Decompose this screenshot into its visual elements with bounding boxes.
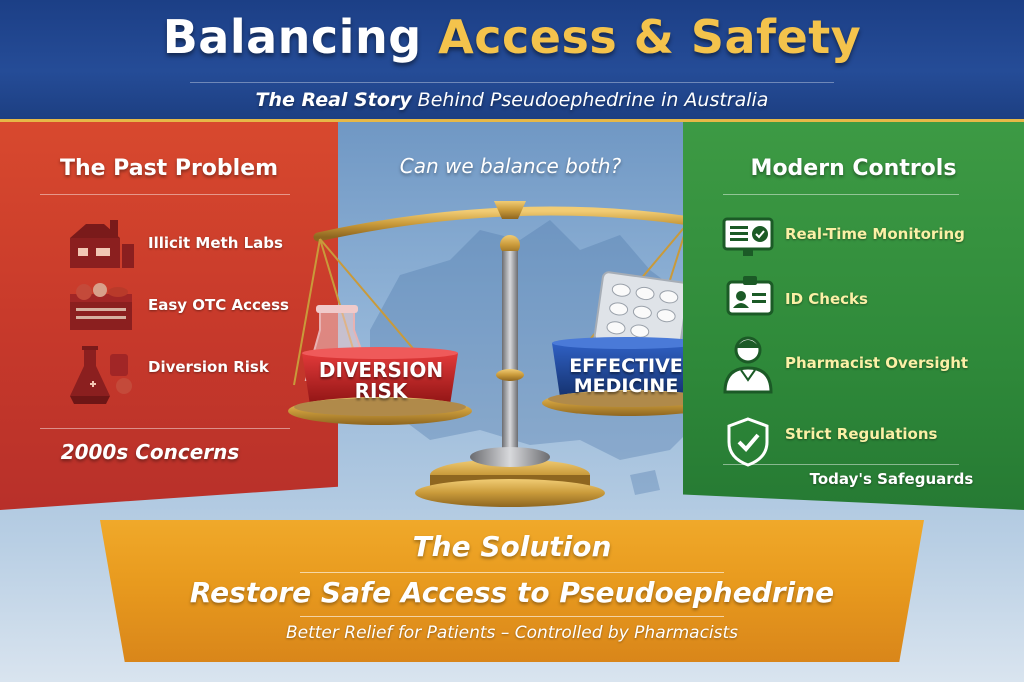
item-label: Diversion Risk	[148, 358, 269, 376]
title-part-2: Access & Safety	[438, 10, 862, 64]
balance-scale: DIVERSION RISK EFFECTIVE MEDICINE	[280, 185, 740, 515]
pan-label-line: EFFECTIVE	[569, 355, 683, 377]
monitor-check-icon	[722, 217, 774, 256]
banner-divider	[300, 616, 724, 617]
center-question: Can we balance both?	[399, 154, 622, 178]
id-card-icon	[726, 276, 774, 316]
modern-controls-footer: Today's Safeguards	[809, 470, 974, 488]
item-real-time-monitoring: Real-Time Monitoring	[785, 225, 965, 243]
medicine-box-icon	[70, 283, 132, 330]
title-divider	[190, 82, 834, 83]
solution-title: The Solution	[412, 530, 612, 563]
item-illicit-meth-labs: Illicit Meth Labs	[148, 234, 283, 252]
past-problem-panel: The Past Problem Illicit Meth Labs Easy …	[0, 122, 338, 510]
title-part-1: Balancing	[162, 10, 422, 64]
factory-icon	[70, 220, 134, 268]
panel-divider	[40, 194, 290, 195]
item-label: ID Checks	[785, 290, 868, 308]
item-label: Illicit Meth Labs	[148, 234, 283, 252]
subtitle-bold: The Real Story	[255, 89, 412, 111]
past-problem-title: The Past Problem	[59, 156, 279, 181]
item-pharmacist-oversight: Pharmacist Oversight	[785, 354, 968, 372]
item-id-checks: ID Checks	[785, 290, 868, 308]
balance-scale-graphic	[288, 201, 718, 507]
diversion-risk-pan-label: DIVERSION RISK	[306, 360, 456, 402]
modern-controls-title: Modern Controls	[750, 156, 957, 181]
item-easy-otc-access: Easy OTC Access	[148, 296, 289, 314]
modern-controls-panel: Modern Controls Real-Time Monitoring ID …	[683, 122, 1024, 510]
item-label: Pharmacist Oversight	[785, 354, 969, 372]
panel-divider	[723, 464, 959, 465]
pan-label-line: DIVERSION	[318, 358, 444, 382]
effective-medicine-pan-label: EFFECTIVE MEDICINE	[554, 355, 698, 397]
banner-divider	[300, 572, 724, 573]
solution-banner: The Solution Restore Safe Access to Pseu…	[100, 520, 924, 662]
subtitle-rest: Behind Pseudoephedrine in Australia	[411, 89, 769, 111]
solution-subline: Better Relief for Patients – Controlled …	[285, 623, 739, 643]
panel-divider	[723, 194, 959, 195]
header-banner: Balancing Access & Safety The Real Story…	[0, 0, 1024, 122]
item-diversion-risk: Diversion Risk	[148, 358, 269, 376]
pan-label-line: RISK	[354, 379, 408, 403]
page-subtitle: The Real Story Behind Pseudoephedrine in…	[0, 89, 1024, 111]
pharmacist-icon	[723, 336, 773, 394]
item-strict-regulations: Strict Regulations	[785, 425, 937, 443]
page-title: Balancing Access & Safety	[0, 10, 1024, 64]
item-label: Easy OTC Access	[148, 296, 289, 314]
shield-check-icon	[727, 417, 769, 467]
panel-divider	[40, 428, 290, 429]
chemistry-flask-icon	[70, 346, 132, 404]
item-label: Real-Time Monitoring	[785, 225, 965, 243]
solution-headline: Restore Safe Access to Pseudoephedrine	[189, 576, 835, 609]
pan-label-line: MEDICINE	[573, 374, 679, 397]
item-label: Strict Regulations	[785, 425, 938, 443]
past-problem-footer: 2000s Concerns	[60, 440, 240, 464]
